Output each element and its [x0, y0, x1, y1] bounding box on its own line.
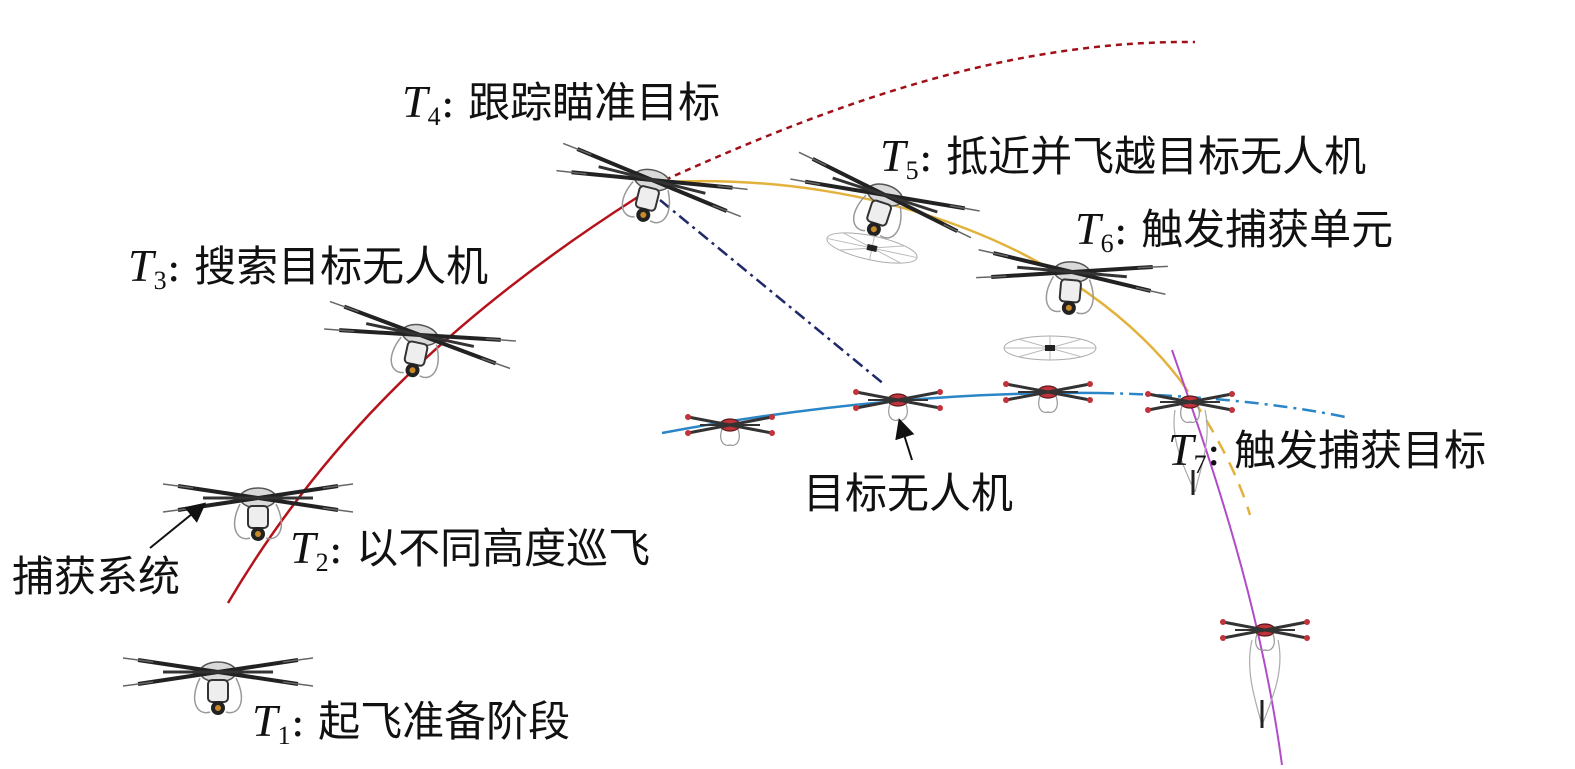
stage-text: 以不同高度巡飞 — [356, 524, 651, 573]
stage-separator: : — [1113, 205, 1128, 254]
capture-system-label: 捕获系统 — [12, 552, 181, 601]
capture-drone-t4 — [547, 141, 750, 247]
released-net — [1003, 335, 1097, 361]
stage-subscript: 5 — [905, 156, 919, 185]
target-drone-falling — [1218, 617, 1312, 652]
target-drone-captured — [1143, 389, 1237, 424]
stage-text: 搜索目标无人机 — [194, 242, 489, 291]
stage-label-t7: T7: 触发捕获目标 — [1168, 426, 1486, 489]
stage-label-t4: T4: 跟踪瞄准目标 — [402, 78, 720, 141]
overfly-path-extension — [1178, 379, 1252, 516]
stage-symbol: T — [880, 130, 906, 181]
captured-net-bundle — [1173, 409, 1208, 495]
stage-label-t3: T3: 搜索目标无人机 — [128, 242, 488, 305]
stage-symbol: T — [1075, 203, 1101, 254]
predicted-path — [664, 40, 1196, 182]
stage-label-t2: T2: 以不同高度巡飞 — [290, 524, 650, 587]
target-drone-2 — [851, 387, 945, 422]
stage-text: 触发捕获单元 — [1141, 205, 1394, 254]
fall-path — [1171, 349, 1283, 766]
aim-line — [659, 199, 886, 386]
stage-separator: : — [166, 242, 181, 291]
stage-separator: : — [440, 78, 455, 127]
stage-separator: : — [1206, 426, 1221, 475]
stage-label-t6: T6: 触发捕获单元 — [1075, 205, 1393, 268]
stage-subscript: 2 — [315, 548, 329, 577]
stage-label-t1: T1: 起飞准备阶段 — [252, 697, 570, 760]
stage-symbol: T — [1168, 424, 1194, 475]
falling-net-bundle — [1249, 639, 1281, 728]
stage-subscript: 7 — [1193, 450, 1207, 479]
stage-subscript: 1 — [277, 721, 291, 750]
stage-text: 起飞准备阶段 — [318, 697, 571, 746]
stage-separator: : — [290, 697, 305, 746]
stage-subscript: 6 — [1100, 229, 1114, 258]
stage-label-t5: T5: 抵近并飞越目标无人机 — [880, 132, 1366, 195]
stage-separator: : — [328, 524, 343, 573]
capture-drone-t3 — [316, 299, 518, 399]
stage-text: 抵近并飞越目标无人机 — [946, 132, 1367, 181]
stage-separator: : — [918, 132, 933, 181]
target-drone-3 — [1001, 379, 1095, 414]
target-path-dashed — [1099, 391, 1351, 420]
stage-text: 跟踪瞄准目标 — [468, 78, 721, 127]
target-uav-label: 目标无人机 — [803, 469, 1014, 518]
target-drone-1 — [683, 412, 777, 447]
stage-symbol: T — [290, 522, 316, 573]
capture-system-arrow — [149, 502, 207, 549]
stage-subscript: 4 — [427, 102, 441, 131]
stage-subscript: 3 — [153, 266, 167, 295]
overfly-path — [664, 179, 1181, 381]
stage-symbol: T — [128, 240, 154, 291]
target-uav-arrow — [895, 418, 915, 461]
stage-symbol: T — [252, 695, 278, 746]
stage-symbol: T — [402, 76, 428, 127]
stage-text: 触发捕获目标 — [1234, 426, 1487, 475]
